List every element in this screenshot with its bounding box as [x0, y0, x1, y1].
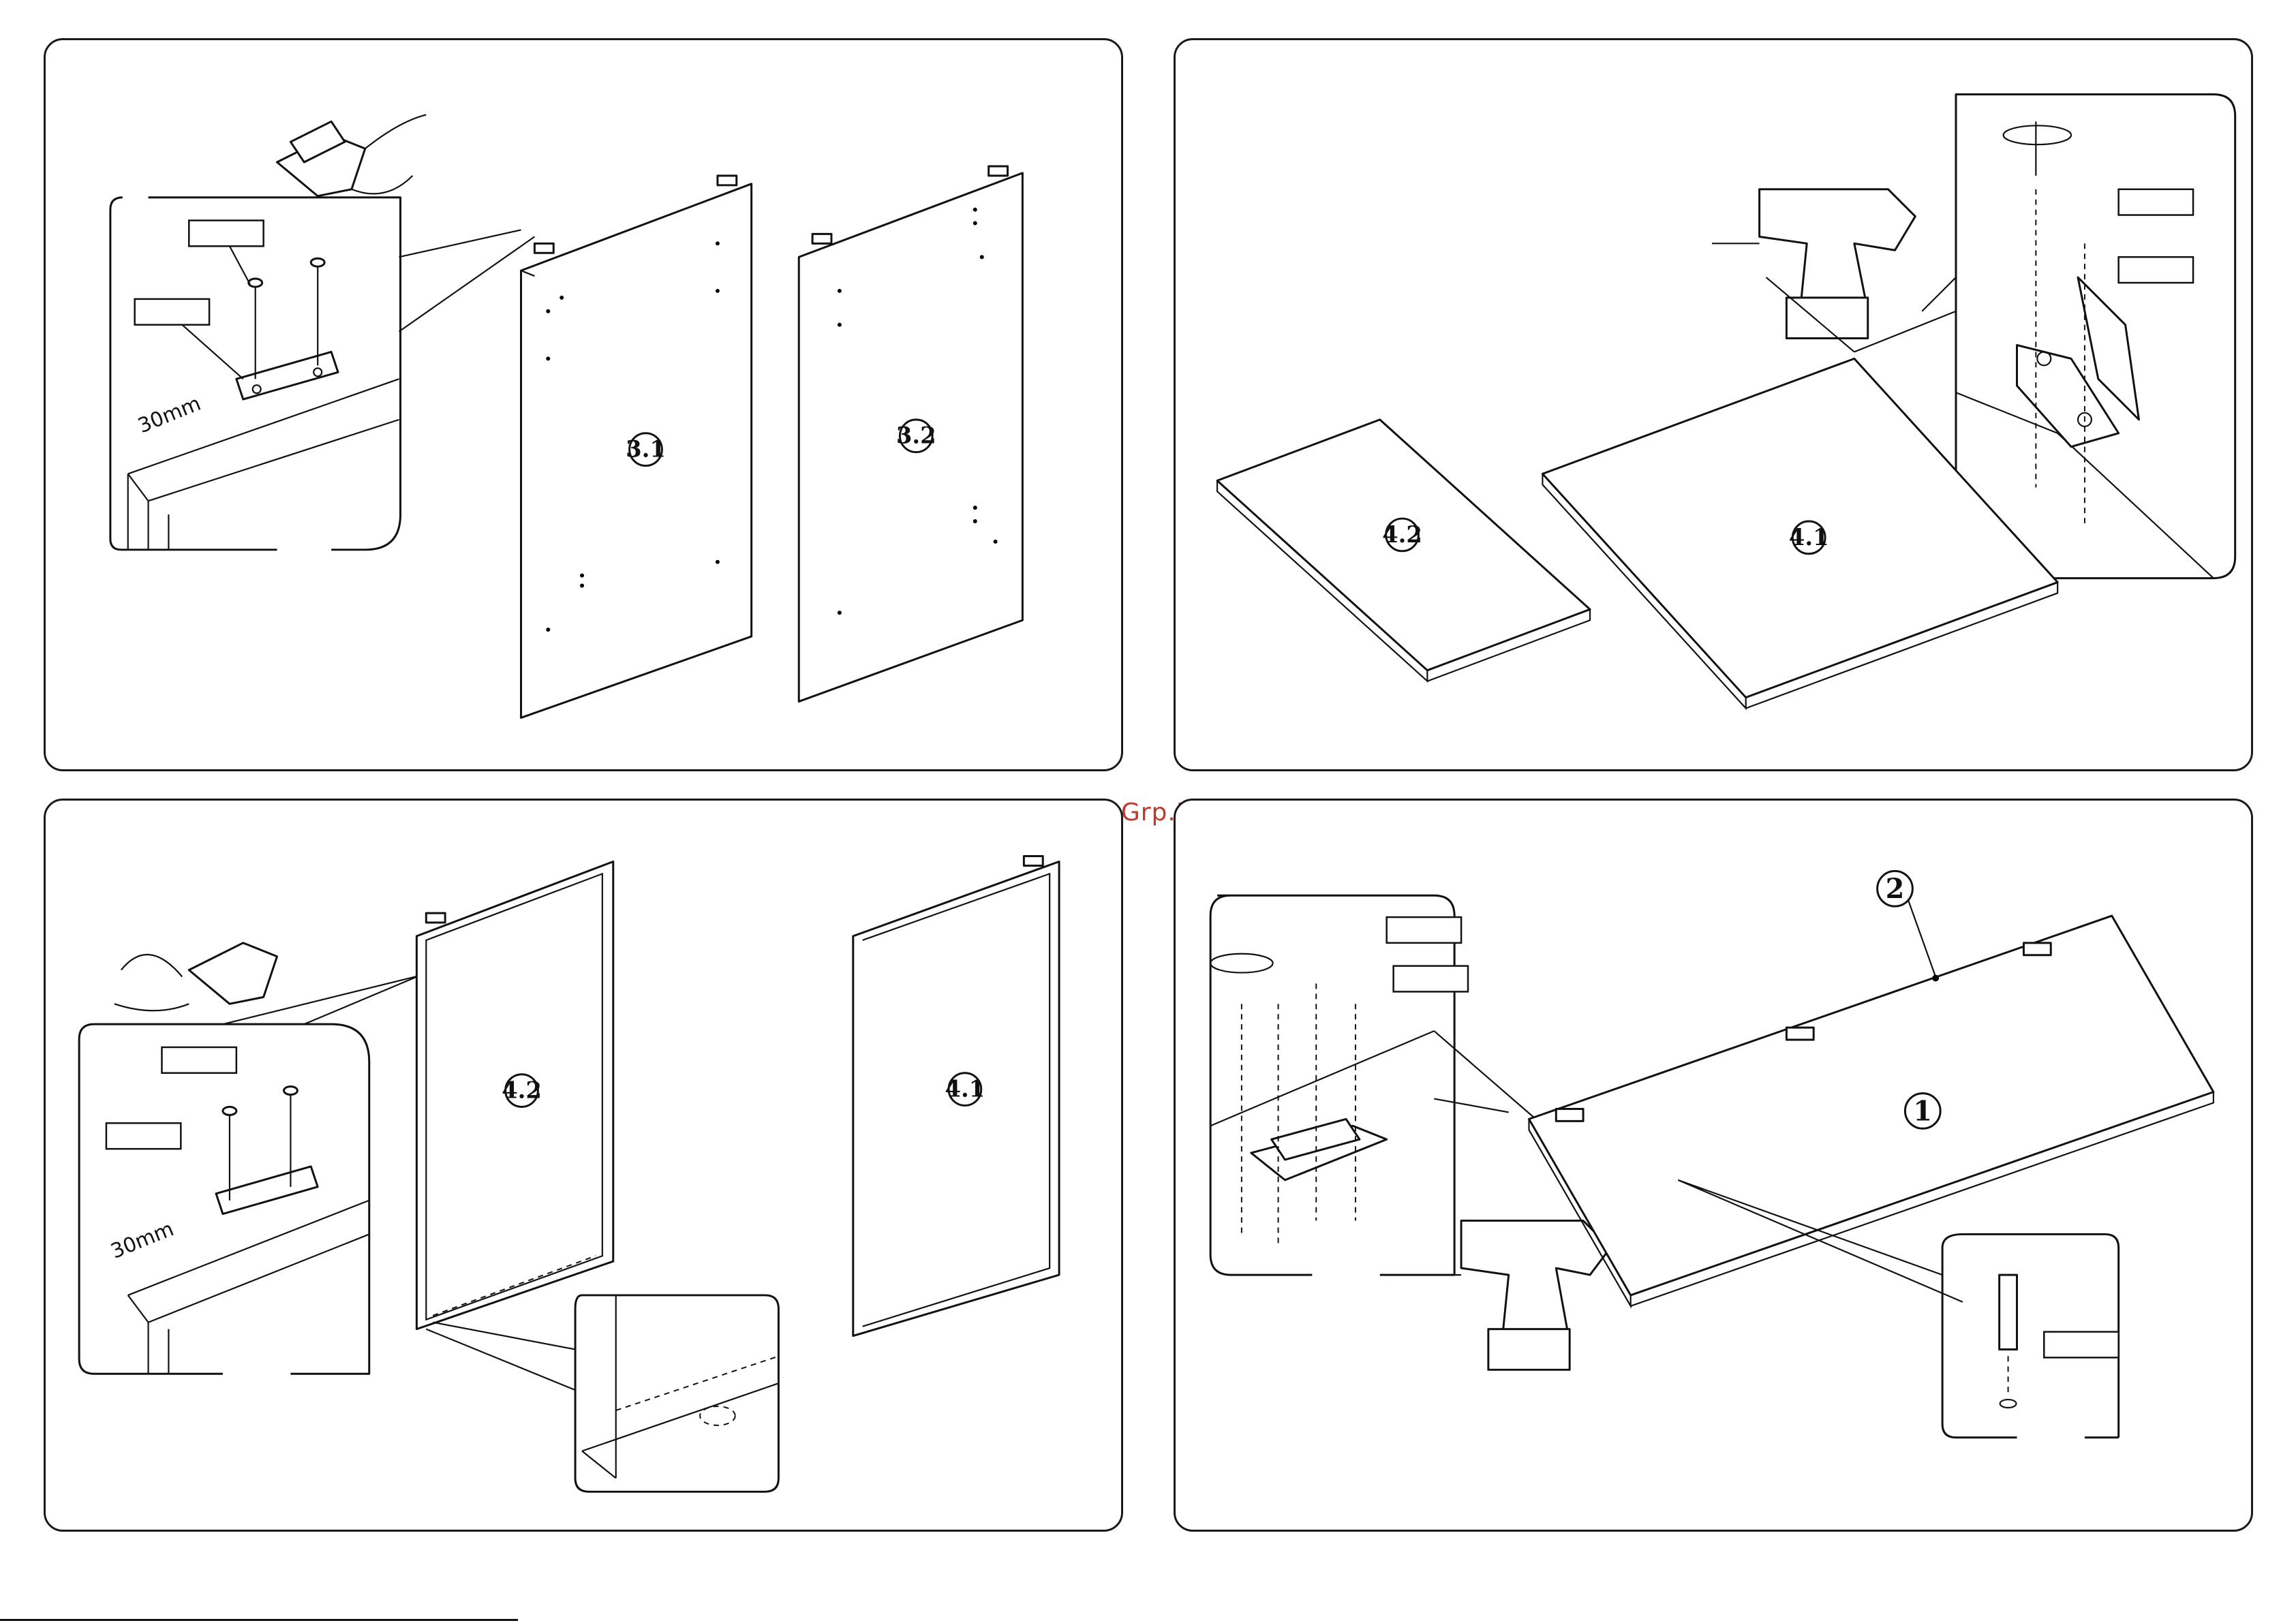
- panel-illustration: 1 2: [1176, 801, 2251, 1530]
- step-panel-bottom-left: 30mm 4.2 4.1: [44, 799, 1123, 1532]
- part-label-4-1: 4.1: [1789, 523, 1829, 551]
- part-label-1: 1: [1913, 1096, 1932, 1127]
- footer-rule: [0, 1619, 518, 1621]
- part-label-2: 2: [1886, 874, 1905, 905]
- part-label-3-2: 3.2: [896, 422, 936, 449]
- step-panel-top-right: 4.2 4.1: [1174, 38, 2253, 771]
- step-panel-bottom-right: 1 2: [1174, 799, 2253, 1532]
- panel-illustration: 30mm 4.2 4.1: [46, 801, 1121, 1530]
- panel-illustration: 4.2 4.1: [1176, 40, 2251, 769]
- step-panel-top-left: 30mm 3.1 3.2: [44, 38, 1123, 771]
- part-label-3-1: 3.1: [626, 435, 666, 463]
- part-label-4-2: 4.2: [502, 1077, 542, 1104]
- panel-illustration: 30mm 3.1 3.2: [46, 40, 1121, 769]
- part-label-4-2: 4.2: [1382, 521, 1422, 548]
- part-label-4-1: 4.1: [945, 1075, 985, 1102]
